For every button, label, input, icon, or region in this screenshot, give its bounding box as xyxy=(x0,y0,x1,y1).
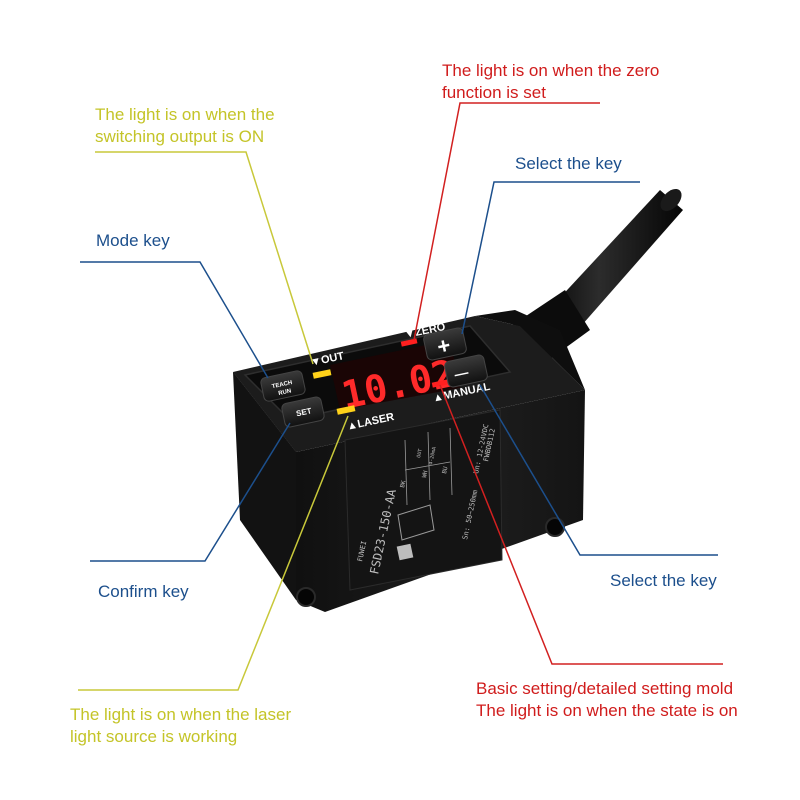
zero-light-annotation: The light is on when the zero function i… xyxy=(442,60,659,104)
teach-label: TEACH xyxy=(271,380,292,390)
set-key[interactable]: SET xyxy=(281,396,325,428)
zero-light-line-2: function is set xyxy=(442,83,546,102)
select-key-top-annotation: Select the key xyxy=(515,154,622,173)
wire-bk: BK xyxy=(399,480,407,489)
set-label: SET xyxy=(295,406,312,418)
setting-mode-annotation: Basic setting/detailed setting mold The … xyxy=(476,678,738,722)
wire-wh: WH xyxy=(421,470,429,479)
mode-key-annotation: Mode key xyxy=(96,231,170,250)
laser-led xyxy=(336,405,356,415)
leader-select-bottom xyxy=(479,384,718,556)
leader-laser xyxy=(78,415,349,691)
zero-led xyxy=(400,338,418,347)
minus-key[interactable]: — xyxy=(444,354,489,388)
out-light-line-2: switching output is ON xyxy=(95,127,265,146)
setting-mode-line-2: The light is on when the state is on xyxy=(476,701,738,720)
confirm-key-annotation: Confirm key xyxy=(98,582,189,601)
wire-out: OUT xyxy=(416,448,424,458)
leader-setting xyxy=(439,384,723,665)
laser-light-line-1: The light is on when the laser xyxy=(70,705,292,724)
out-led xyxy=(312,369,332,379)
run-label: RUN xyxy=(278,388,292,397)
select-key-bottom-annotation: Select the key xyxy=(610,571,717,590)
manual-led xyxy=(431,379,449,388)
leader-mode xyxy=(80,261,269,379)
leader-zero xyxy=(413,102,600,341)
out-light-line-1: The light is on when the xyxy=(95,105,275,124)
leader-select-top xyxy=(461,181,640,335)
setting-mode-line-1: Basic setting/detailed setting mold xyxy=(476,679,734,698)
wire-ma: 4-20mA xyxy=(428,447,438,466)
laser-light-line-2: light source is working xyxy=(70,727,238,746)
minus-label: — xyxy=(453,364,470,383)
out-light-annotation: The light is on when the switching outpu… xyxy=(95,104,275,148)
zero-light-line-1: The light is on when the zero xyxy=(442,61,660,80)
leader-confirm xyxy=(90,422,291,562)
leader-out xyxy=(95,151,314,365)
teach-run-key[interactable]: TEACH RUN xyxy=(260,370,306,402)
plus-key[interactable]: + xyxy=(423,327,468,361)
laser-light-annotation: The light is on when the laser light sou… xyxy=(70,704,291,748)
wire-bu: BU xyxy=(441,466,449,475)
plus-label: + xyxy=(435,332,453,359)
logo-mark xyxy=(396,543,414,561)
